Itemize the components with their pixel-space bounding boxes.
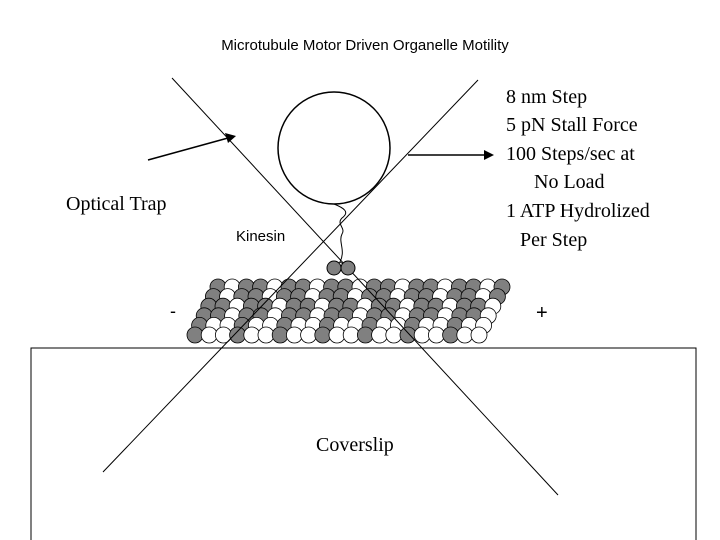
tubulin-subunit: [456, 326, 474, 344]
tubulin-subunit: [442, 326, 460, 344]
arrow-to-trap: [147, 133, 236, 161]
property-step-rate: 100 Steps/sec at: [506, 143, 635, 165]
tubulin-subunit: [243, 326, 261, 344]
trapped-bead: [277, 91, 391, 205]
motor-properties: 8 nm Step 5 pN Stall Force 100 Steps/sec…: [506, 86, 650, 251]
property-atp: 1 ATP Hydrolized: [506, 200, 650, 222]
property-atp-cont: Per Step: [520, 229, 587, 251]
property-step-size: 8 nm Step: [506, 86, 587, 108]
property-stall-force: 5 pN Stall Force: [506, 114, 638, 136]
tubulin-subunit: [186, 326, 204, 344]
tubulin-subunit: [470, 326, 488, 344]
tubulin-subunit: [399, 326, 417, 344]
tubulin-subunit: [356, 326, 374, 344]
kinesin-motor: [326, 203, 356, 276]
tubulin-subunit: [328, 326, 346, 344]
tubulin-subunit: [342, 326, 360, 344]
kinesin-label: Kinesin: [236, 228, 285, 245]
tubulin-subunit: [427, 326, 445, 344]
tubulin-subunit: [385, 326, 403, 344]
tubulin-subunit: [413, 326, 431, 344]
optical-trap-label: Optical Trap: [66, 193, 167, 215]
tubulin-subunit: [300, 326, 318, 344]
kinesin-tail: [333, 203, 347, 263]
minus-end-label: -: [170, 301, 176, 321]
tubulin-subunit: [229, 326, 247, 344]
tubulin-subunit: [285, 326, 303, 344]
tubulin-subunit: [200, 326, 218, 344]
kinesin-head: [326, 260, 342, 276]
kinesin-head: [340, 260, 356, 276]
property-step-rate-cont: No Load: [534, 171, 605, 193]
tubulin-subunit: [257, 326, 275, 344]
tubulin-subunit: [271, 326, 289, 344]
diagram-title: Microtubule Motor Driven Organelle Motil…: [221, 37, 509, 54]
tubulin-subunit: [314, 326, 332, 344]
microtubule: [186, 278, 511, 344]
trap-beam-right: [102, 79, 479, 473]
coverslip-label: Coverslip: [316, 434, 394, 456]
trap-beam-left: [171, 77, 559, 496]
coverslip-box: [30, 347, 697, 540]
arrow-bead-motion: [408, 150, 494, 160]
tubulin-subunit: [371, 326, 389, 344]
plus-end-label: +: [536, 302, 548, 324]
